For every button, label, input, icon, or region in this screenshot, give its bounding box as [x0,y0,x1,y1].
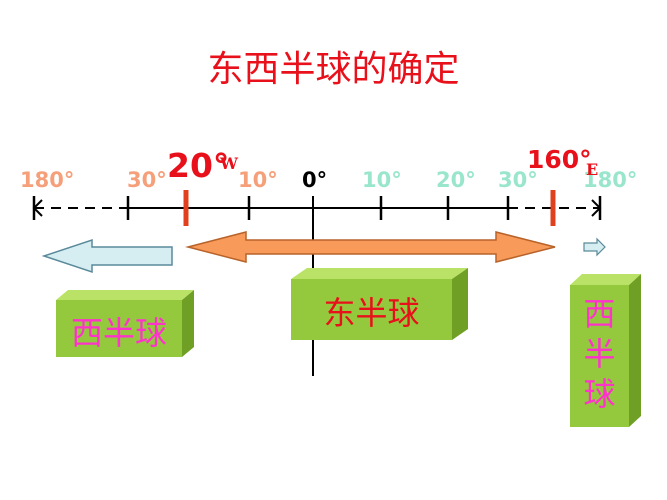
tick-label-20e: 20° [436,168,476,192]
label-west-hemisphere-left: 西半球 [70,314,167,352]
tick-label-30e: 30° [498,168,538,192]
east-hemisphere-double-arrow [185,231,556,263]
box-east [291,268,468,340]
page-title: 东西半球的确定 [207,49,460,90]
west-left-arrow [41,238,173,274]
tick-label-0: 0° [302,168,328,192]
tick-label-180e: 180° [583,168,638,192]
tick-label-10e: 10° [362,168,402,192]
label-east-hemisphere: 东半球 [323,294,420,332]
tick-label-10w: 10° [238,168,278,192]
west-right-arrow [583,237,606,257]
boundary-label-20w-suffix: W [220,154,238,173]
axis-arrow-right [591,199,602,217]
boundary-label-160e-number: 160° [527,145,592,174]
box-west-right [570,274,641,427]
tick-label-180w: 180° [20,168,75,192]
box-west-left [56,290,194,357]
label-west-hemisphere-right: 西半球 [583,295,616,413]
boundary-label-20w-number: 20° [167,146,230,185]
axis-arrow-left [32,199,43,217]
tick-label-30w: 30° [127,168,167,192]
boundary-label-160e-suffix: E [586,160,599,179]
